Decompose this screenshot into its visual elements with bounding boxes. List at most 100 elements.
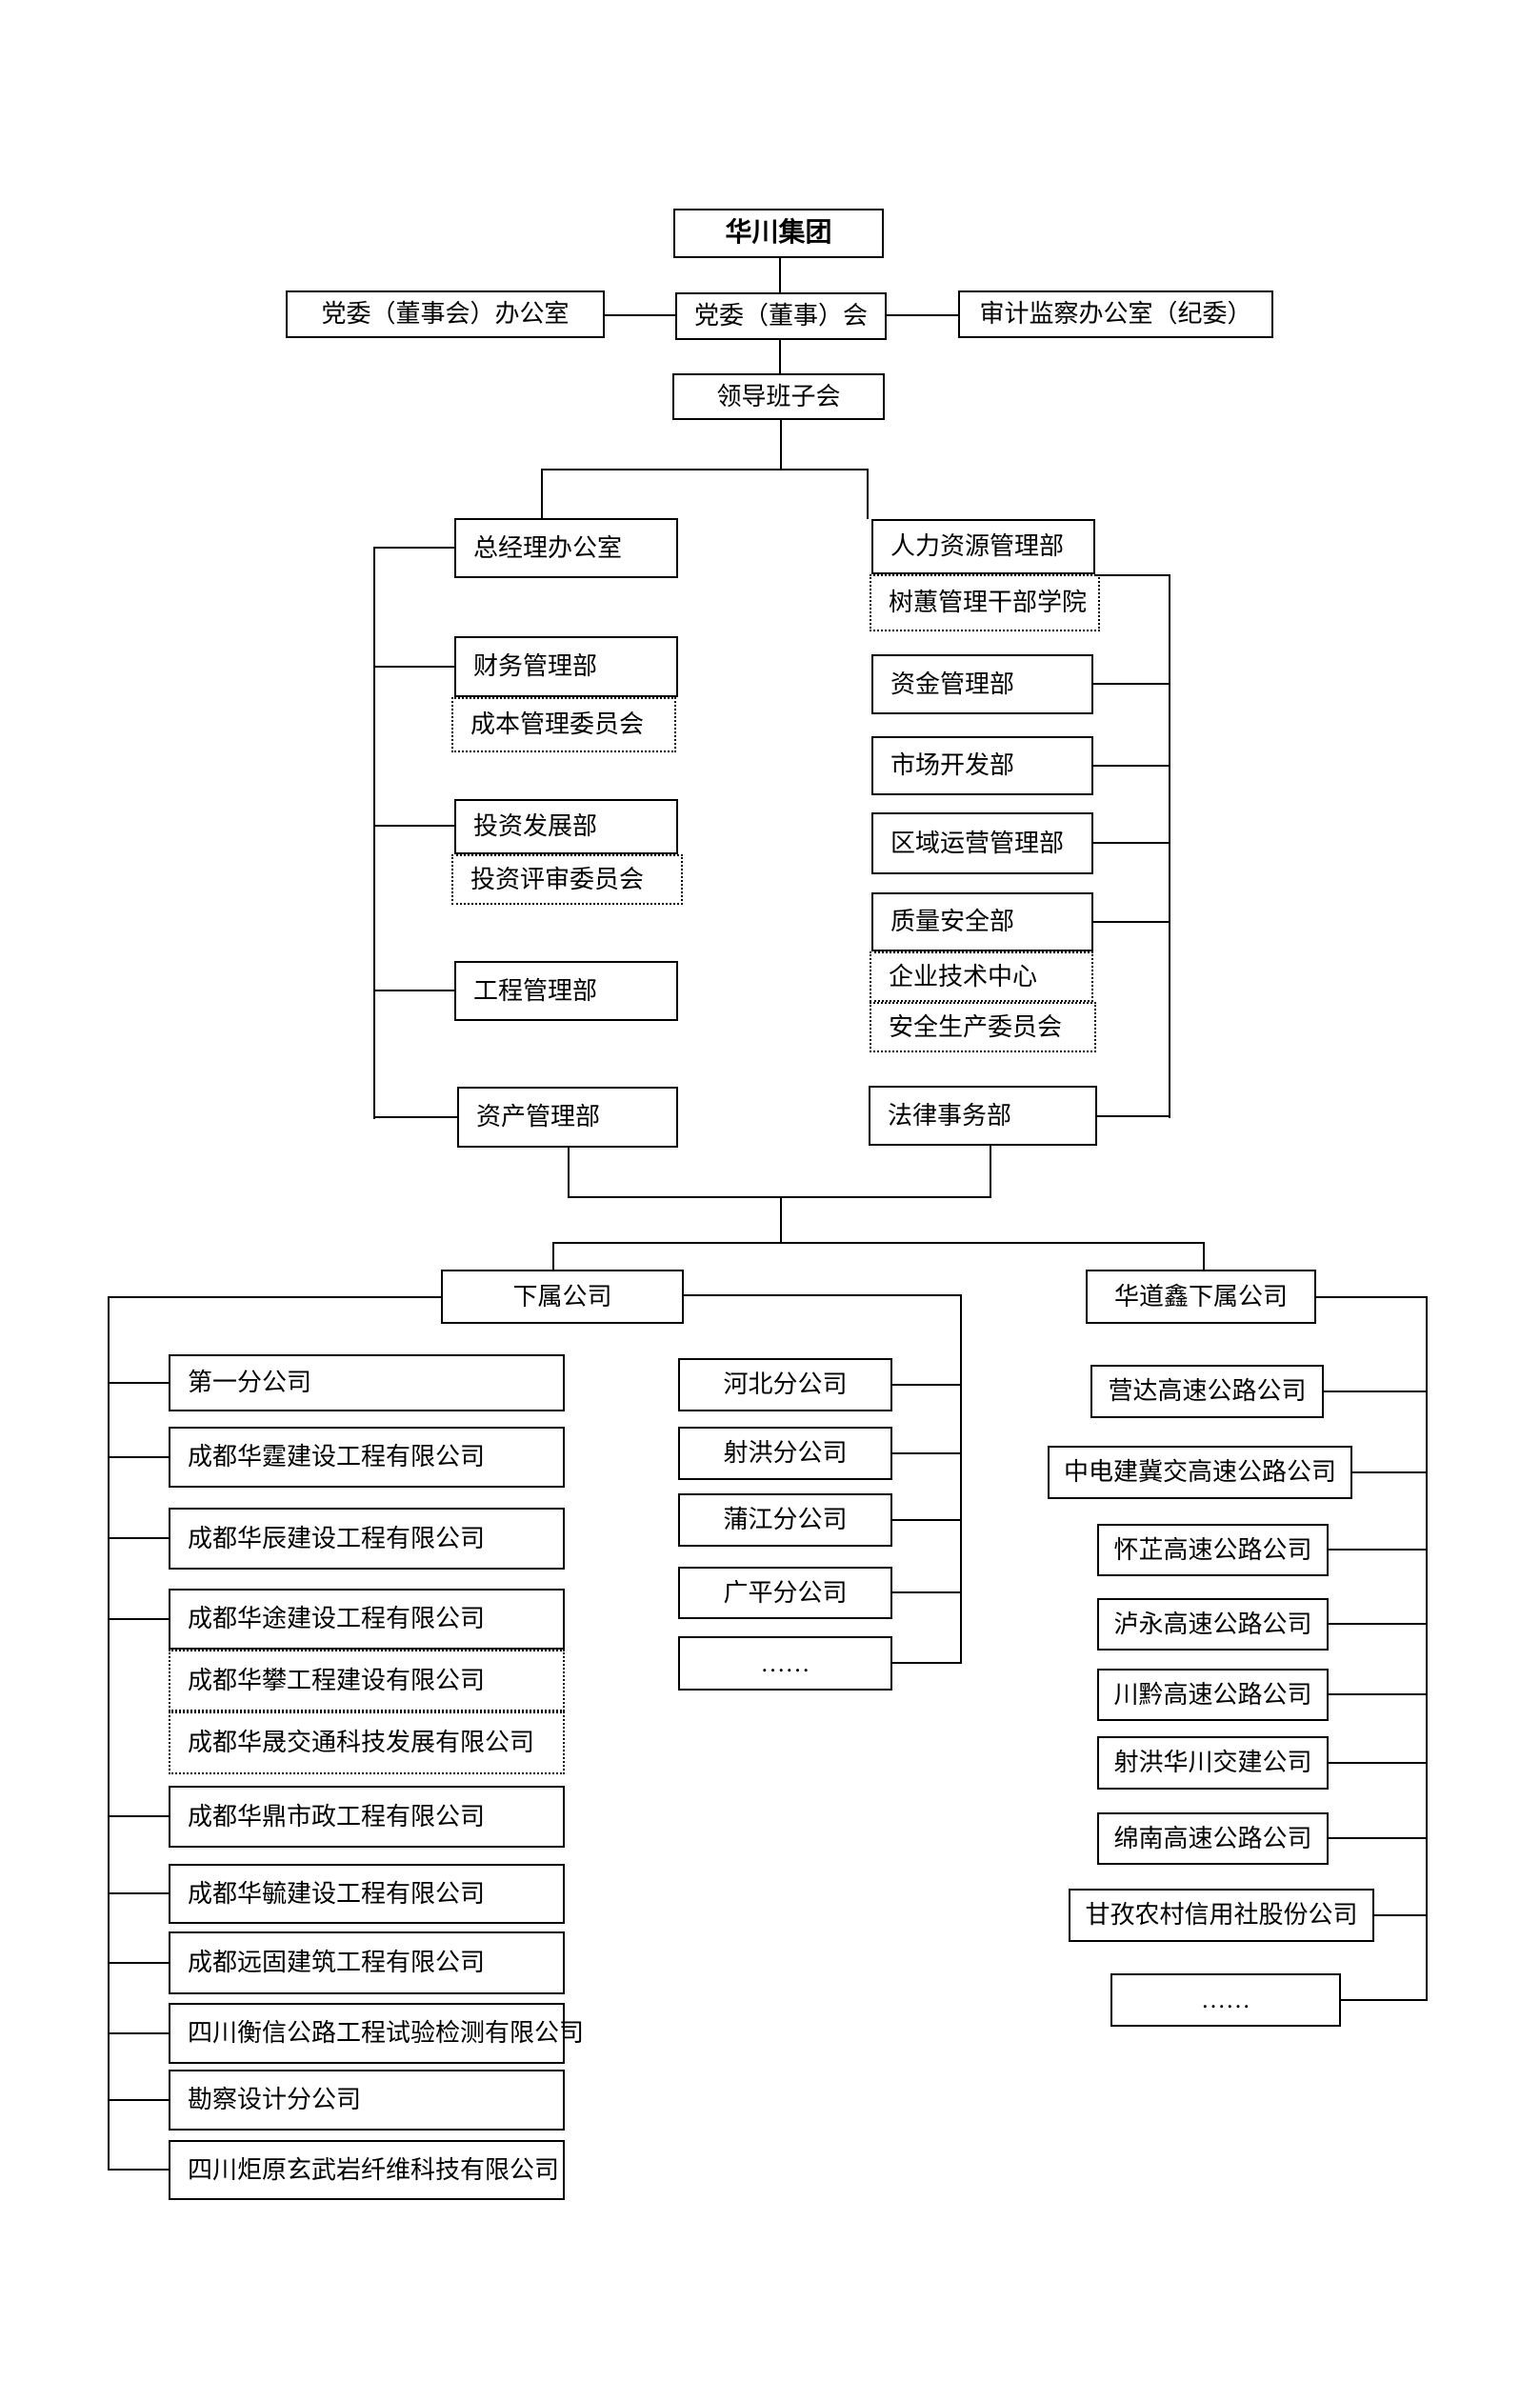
connector bbox=[780, 420, 782, 469]
connector bbox=[1097, 1115, 1170, 1117]
org-node-gm-office: 总经理办公室 bbox=[454, 518, 678, 578]
org-node-huadaoxin-company: 射洪华川交建公司 bbox=[1097, 1736, 1329, 1790]
org-node-branch: 射洪分公司 bbox=[678, 1427, 892, 1480]
connector bbox=[552, 1242, 554, 1270]
org-node-huadaoxin-company: 绵南高速公路公司 bbox=[1097, 1812, 1329, 1865]
connector bbox=[568, 1196, 991, 1198]
org-node-branch: 河北分公司 bbox=[678, 1358, 892, 1411]
org-node-subsidiary: 四川炬原玄武岩纤维科技有限公司 bbox=[169, 2140, 565, 2200]
connector bbox=[892, 1591, 961, 1593]
org-node-huadaoxin-company: 怀芷高速公路公司 bbox=[1097, 1524, 1329, 1576]
connector bbox=[779, 258, 781, 292]
connector bbox=[605, 314, 675, 316]
org-node-subsidiary: 第一分公司 bbox=[169, 1354, 565, 1411]
connector bbox=[887, 314, 958, 316]
org-node-party-office: 党委（董事会）办公室 bbox=[286, 290, 605, 338]
org-node-cost-committee: 成本管理委员会 bbox=[451, 697, 676, 752]
org-node-subsidiary: 成都华途建设工程有限公司 bbox=[169, 1589, 565, 1650]
connector bbox=[867, 469, 869, 519]
connector bbox=[1341, 1999, 1427, 2001]
connector bbox=[108, 1962, 169, 1964]
connector bbox=[684, 1294, 961, 1296]
connector bbox=[373, 666, 454, 668]
org-node-hr-dept: 人力资源管理部 bbox=[871, 519, 1095, 574]
connector bbox=[108, 2169, 169, 2171]
org-node-branch-ellipsis: …… bbox=[678, 1636, 892, 1691]
connector bbox=[108, 1815, 169, 1817]
connector bbox=[108, 1537, 169, 1539]
connector bbox=[1352, 1471, 1427, 1473]
org-node-huadaoxin-company: 营达高速公路公司 bbox=[1090, 1365, 1324, 1418]
connector bbox=[1374, 1914, 1427, 1916]
connector bbox=[373, 1116, 457, 1118]
org-node-asset-dept: 资产管理部 bbox=[457, 1087, 678, 1148]
org-node-subsidiary: 成都华霆建设工程有限公司 bbox=[169, 1427, 565, 1488]
connector bbox=[779, 340, 781, 373]
org-node-subsidiary: 成都华毓建设工程有限公司 bbox=[169, 1864, 565, 1924]
connector bbox=[1093, 683, 1170, 685]
org-node-party-committee: 党委（董事）会 bbox=[675, 292, 887, 340]
connector bbox=[568, 1148, 570, 1198]
org-node-regional-ops-dept: 区域运营管理部 bbox=[871, 812, 1093, 874]
connector bbox=[892, 1519, 961, 1521]
connector bbox=[780, 1196, 782, 1244]
connector bbox=[892, 1662, 961, 1664]
connector bbox=[373, 547, 454, 549]
connector bbox=[108, 1382, 169, 1384]
org-node-root: 华川集团 bbox=[673, 209, 884, 258]
org-node-funds-dept: 资金管理部 bbox=[871, 654, 1093, 714]
org-node-market-dept: 市场开发部 bbox=[871, 736, 1093, 795]
connector bbox=[990, 1146, 991, 1198]
org-node-huadaoxin-ellipsis: …… bbox=[1110, 1973, 1341, 2027]
connector bbox=[1093, 765, 1170, 767]
connector bbox=[1329, 1693, 1427, 1695]
org-node-quality-safety-dept: 质量安全部 bbox=[871, 892, 1093, 951]
connector bbox=[1329, 1762, 1427, 1764]
connector bbox=[1426, 1296, 1428, 2001]
org-node-huadaoxin-company: 泸永高速公路公司 bbox=[1097, 1598, 1329, 1651]
org-node-subsidiaries-header: 下属公司 bbox=[441, 1270, 684, 1324]
org-node-leadership: 领导班子会 bbox=[672, 373, 885, 420]
connector bbox=[1329, 1623, 1427, 1625]
org-node-branch: 蒲江分公司 bbox=[678, 1493, 892, 1547]
connector bbox=[373, 825, 454, 827]
connector bbox=[1329, 1837, 1427, 1839]
connector bbox=[108, 1296, 110, 2171]
org-node-tech-center: 企业技术中心 bbox=[870, 951, 1093, 1002]
connector bbox=[541, 469, 869, 470]
connector bbox=[1329, 1549, 1427, 1551]
connector bbox=[108, 2032, 169, 2034]
org-node-audit-office: 审计监察办公室（纪委） bbox=[958, 290, 1273, 338]
org-node-subsidiary: 成都华辰建设工程有限公司 bbox=[169, 1508, 565, 1570]
connector bbox=[1093, 921, 1170, 923]
org-node-subsidiary: 成都华鼎市政工程有限公司 bbox=[169, 1786, 565, 1848]
org-node-subsidiary: 四川衡信公路工程试验检测有限公司 bbox=[169, 2003, 584, 2064]
connector bbox=[108, 1456, 169, 1458]
connector bbox=[1093, 842, 1170, 844]
connector bbox=[552, 1242, 1205, 1244]
org-node-huadaoxin-header: 华道鑫下属公司 bbox=[1086, 1270, 1316, 1324]
org-node-subsidiary: 成都远固建筑工程有限公司 bbox=[169, 1931, 565, 1994]
connector bbox=[373, 990, 454, 991]
org-node-shuhui-college: 树蕙管理干部学院 bbox=[870, 574, 1100, 631]
connector bbox=[108, 1892, 169, 1894]
connector bbox=[373, 548, 375, 1119]
org-node-finance-dept: 财务管理部 bbox=[454, 636, 678, 697]
org-node-huadaoxin-company: 甘孜农村信用社股份公司 bbox=[1069, 1889, 1374, 1942]
org-node-investment-dept: 投资发展部 bbox=[454, 799, 678, 854]
connector bbox=[108, 2099, 169, 2101]
connector bbox=[1324, 1391, 1427, 1392]
org-node-engineering-dept: 工程管理部 bbox=[454, 961, 678, 1021]
org-node-subsidiary: 成都华攀工程建设有限公司 bbox=[169, 1650, 565, 1711]
org-node-huadaoxin-company: 中电建冀交高速公路公司 bbox=[1048, 1446, 1352, 1499]
connector bbox=[108, 1296, 441, 1298]
org-node-legal-dept: 法律事务部 bbox=[869, 1086, 1097, 1146]
connector bbox=[1095, 574, 1170, 576]
connector bbox=[892, 1452, 961, 1454]
connector bbox=[541, 469, 543, 518]
connector bbox=[1203, 1242, 1205, 1270]
connector bbox=[892, 1384, 961, 1386]
connector bbox=[1169, 575, 1170, 1118]
org-node-investment-review-committee: 投资评审委员会 bbox=[451, 854, 683, 905]
